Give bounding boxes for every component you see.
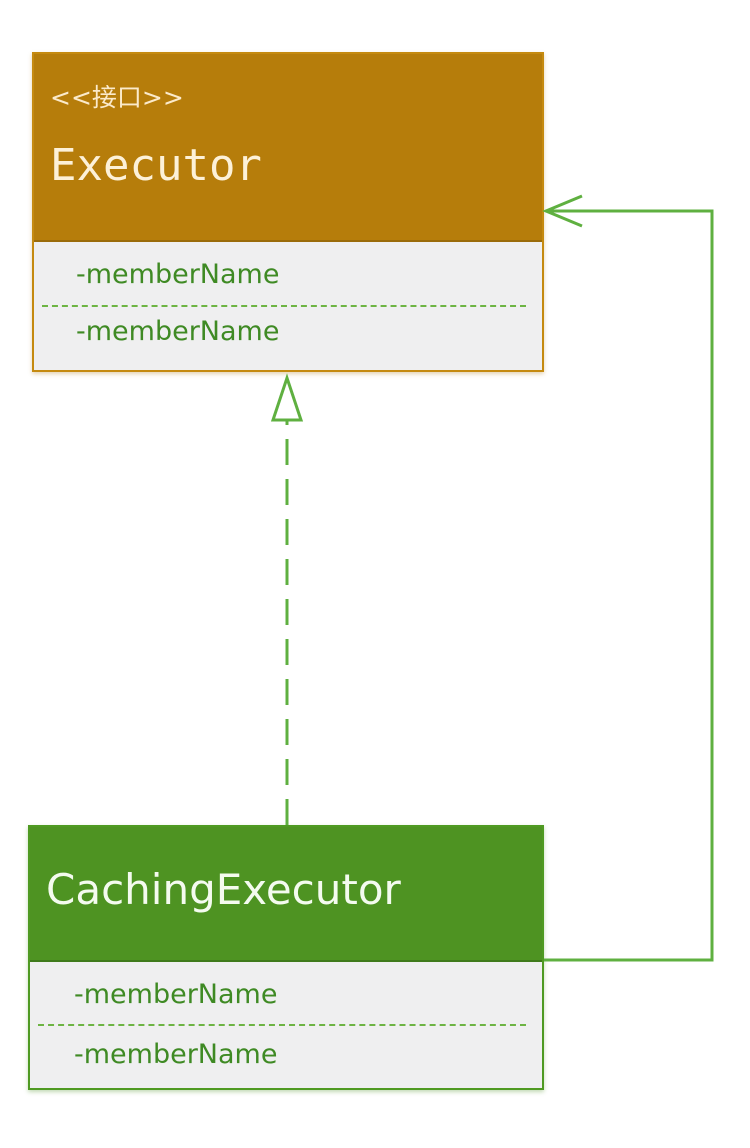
caching-executor-attribute: -memberName <box>74 979 278 1010</box>
caching-executor-class-box[interactable]: CachingExecutor -memberName -memberName <box>28 825 544 1090</box>
association-connector[interactable] <box>542 194 714 962</box>
association-line <box>544 209 714 962</box>
caching-executor-class-name: CachingExecutor <box>46 865 401 914</box>
interface-stereotype: <<接口>> <box>50 83 184 112</box>
executor-header: <<接口>> Executor <box>34 54 542 242</box>
realization-hollow-arrowhead <box>270 373 304 422</box>
executor-interface-box[interactable]: <<接口>> Executor -memberName -memberName <box>32 52 544 372</box>
realization-connector[interactable] <box>270 373 304 825</box>
executor-compartment-divider <box>42 305 526 307</box>
executor-operation: -memberName <box>76 316 280 347</box>
caching-executor-operation: -memberName <box>74 1039 278 1070</box>
executor-class-name: Executor <box>50 140 262 191</box>
executor-attribute: -memberName <box>76 259 280 290</box>
association-open-arrowhead <box>542 194 583 228</box>
caching-executor-header: CachingExecutor <box>30 827 542 962</box>
caching-executor-compartment-divider <box>38 1024 526 1026</box>
